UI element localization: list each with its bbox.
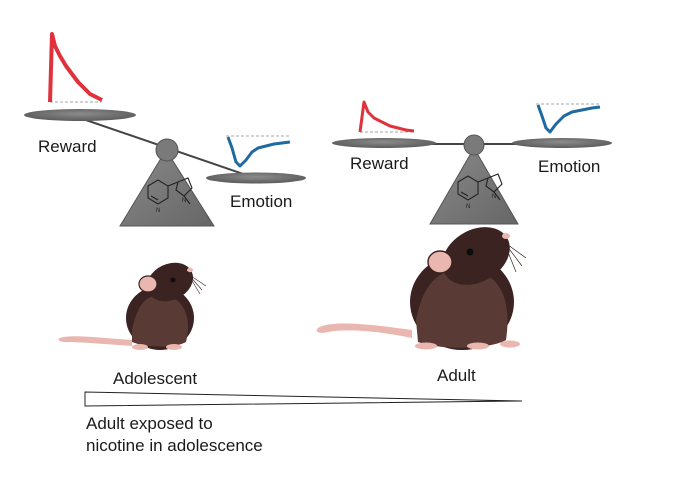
svg-text:N: N [182,198,186,204]
left-pivot [155,138,179,162]
left-emotion-plate [206,172,306,184]
left-reward-trace [48,32,103,103]
svg-text:N: N [156,208,160,214]
gradient-caption-line1: Adult exposed to [86,414,213,433]
right-fulcrum [429,147,519,225]
right-reward-label: Reward [350,154,409,173]
right-balance-scale: N N [332,100,612,225]
right-emotion-label: Emotion [538,157,601,176]
left-emotion-label: Emotion [230,192,293,211]
right-reward-plate [332,138,436,148]
exposure-gradient-wedge [84,391,523,407]
svg-text:N: N [492,194,496,200]
nicotine-molecule-icon: N N [147,177,193,214]
adult-mouse [316,227,527,350]
adolescent-mouse [58,262,207,350]
right-emotion-trace [536,103,601,134]
nicotine-molecule-icon: N N [457,173,503,210]
left-fulcrum [119,149,215,227]
left-reward-plate [24,109,136,121]
left-reward-label: Reward [38,137,97,156]
right-pivot [463,134,485,156]
left-emotion-trace [226,135,291,168]
right-reward-trace [358,100,415,133]
adult-label: Adult [437,366,476,385]
right-emotion-plate [512,138,612,148]
adolescent-label: Adolescent [113,369,198,388]
gradient-caption-line2: nicotine in adolescence [86,436,263,455]
svg-text:N: N [466,204,470,210]
left-balance-scale: N N [24,32,306,227]
